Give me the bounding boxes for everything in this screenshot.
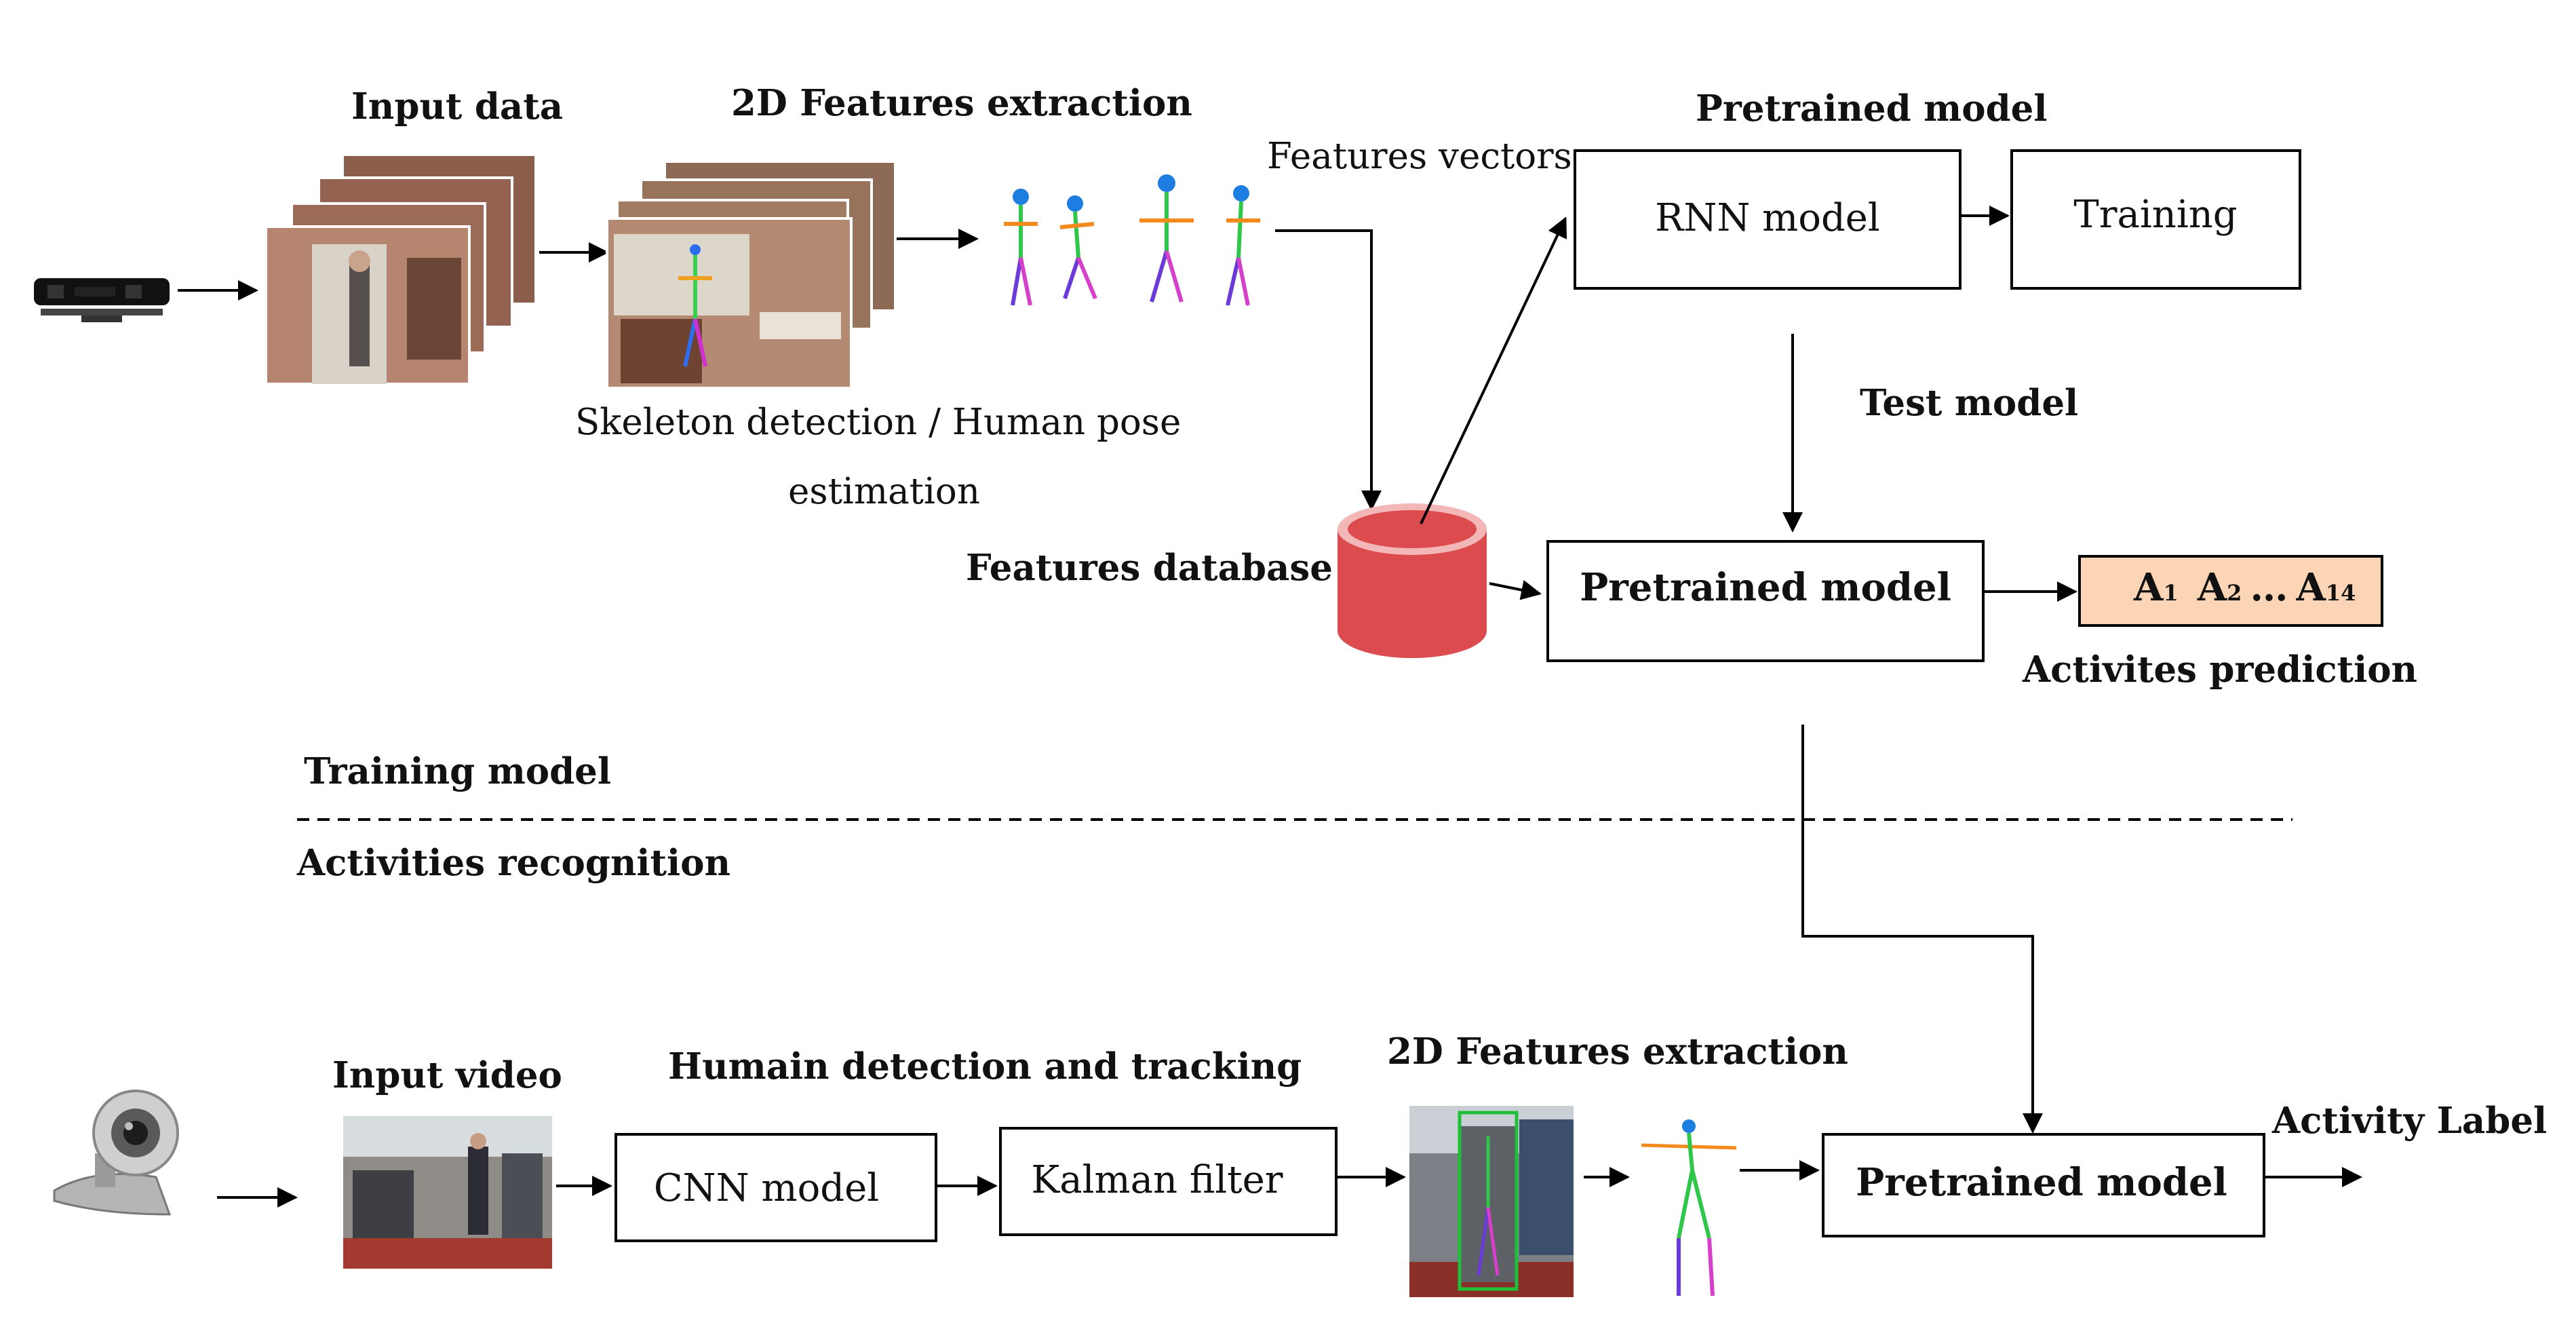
training-model-label: Training model — [304, 750, 611, 792]
pretrained-model-box — [1546, 540, 1985, 662]
input-data-frames — [265, 153, 537, 385]
features-extraction-title: 2D Features extraction — [731, 82, 1192, 124]
training-label: Training — [2073, 193, 2237, 237]
cnn-model-box — [614, 1133, 937, 1242]
arrow-database-to-rnn — [1420, 216, 1567, 524]
kalman-filter-box — [999, 1127, 1338, 1236]
training-box — [2010, 149, 2301, 290]
features-database-label: Features database — [966, 547, 1333, 589]
kinect-sensor-icon — [34, 278, 170, 322]
webcam-icon — [53, 1090, 179, 1216]
features-vectors-label: Features vectors — [1267, 136, 1572, 177]
test-model-label: Test model — [1860, 382, 2078, 424]
input-video-frame — [343, 1116, 552, 1269]
features-extraction-frames — [606, 160, 897, 389]
arrow-skeletons-to-database — [1275, 229, 1382, 511]
rnn-model-label: RNN model — [1655, 196, 1880, 240]
skeleton-overlay-icon — [678, 244, 712, 367]
pose-caption-line2: estimation — [788, 471, 980, 512]
tracked-person-frame — [1409, 1106, 1574, 1297]
pose-caption-line1: Skeleton detection / Human pose — [575, 402, 1181, 443]
pretrained-model-box-label: Pretrained model — [1580, 565, 1951, 610]
features-database-icon — [1338, 503, 1487, 658]
cnn-model-label: CNN model — [654, 1166, 879, 1210]
kalman-filter-label: Kalman filter — [1031, 1158, 1283, 1202]
input-data-title: Input data — [351, 85, 563, 128]
activities-recognition-label: Activities recognition — [296, 842, 730, 884]
input-video-title: Input video — [332, 1054, 562, 1096]
bottom-pretrained-model-label: Pretrained model — [1856, 1160, 2227, 1205]
bottom-pretrained-model-box — [1822, 1133, 2265, 1237]
activites-prediction-label: Activites prediction — [2022, 649, 2417, 691]
arrow-pretrained-to-recognition — [1801, 725, 2043, 1134]
pretrained-model-title: Pretrained model — [1696, 88, 2047, 130]
prediction-output-box — [2078, 555, 2383, 627]
rnn-model-box — [1574, 149, 1962, 290]
arrow-database-to-pretrained — [1489, 579, 1542, 600]
skeleton-figures-icon — [1004, 174, 1260, 306]
extracted-skeleton-icon — [1641, 1119, 1737, 1296]
activity-label-text: Activity Label — [2271, 1100, 2547, 1142]
bottom-features-extraction-title: 2D Features extraction — [1387, 1031, 1848, 1073]
detection-tracking-title: Humain detection and tracking — [668, 1045, 1302, 1088]
